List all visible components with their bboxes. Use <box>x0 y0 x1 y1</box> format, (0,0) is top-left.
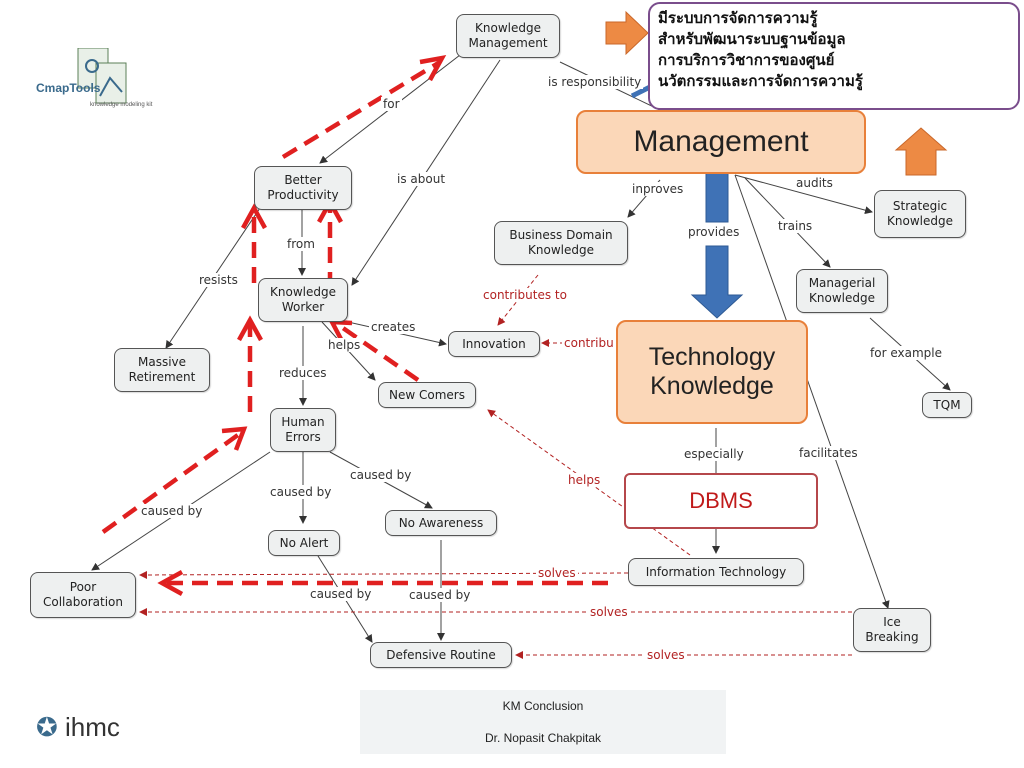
link-label-contributes-to: contributes to <box>481 288 569 302</box>
link-label-for-example: for example <box>868 346 944 360</box>
node-strategic-knowledge[interactable]: Strategic Knowledge <box>874 190 966 238</box>
cmaptools-logo: CmapTools knowledge modeling kit <box>36 47 176 118</box>
ihmc-text: ihmc <box>65 712 120 742</box>
link-label-facilitates: facilitates <box>797 446 860 460</box>
link-label-is-about: is about <box>395 172 448 186</box>
link-label-caused-by-2: caused by <box>268 485 334 499</box>
link-label-provides: provides <box>686 225 742 239</box>
link-label-caused-by-5: caused by <box>407 588 473 602</box>
link-label-caused-by-4: caused by <box>308 587 374 601</box>
ihmc-figure-icon: ✪ <box>36 712 58 742</box>
orange-arrows <box>605 10 948 176</box>
technology-knowledge-box[interactable]: Technology Knowledge <box>616 320 808 424</box>
link-label-from: from <box>285 237 317 251</box>
link-label-trains: trains <box>776 219 815 233</box>
thai-callout-box: มีระบบการจัดการความรู้ สำหรับพัฒนาระบบฐา… <box>648 2 1020 110</box>
link-label-reduces: reduces <box>277 366 329 380</box>
link-label-helps: helps <box>326 338 363 352</box>
footer-title: KM Conclusion <box>502 699 584 713</box>
link-label-is-responsibility: is responsibility <box>546 75 644 89</box>
link-label-contribu: contribu <box>562 336 616 350</box>
node-poor-collaboration[interactable]: Poor Collaboration <box>30 572 136 618</box>
link-label-inproves: inproves <box>630 182 686 196</box>
node-knowledge-management[interactable]: Knowledge Management <box>456 14 560 58</box>
slide-footer: KM Conclusion Dr. Nopasit Chakpitak <box>360 690 726 754</box>
node-defensive-routine[interactable]: Defensive Routine <box>370 642 512 668</box>
link-label-helps-red: helps <box>566 473 603 487</box>
logo-tagline: knowledge modeling kit <box>90 102 153 108</box>
node-innovation[interactable]: Innovation <box>448 331 540 357</box>
link-label-caused-by-1: caused by <box>139 504 205 518</box>
link-label-audits: audits <box>794 176 835 190</box>
node-massive-retirement[interactable]: Massive Retirement <box>114 348 210 392</box>
node-no-alert[interactable]: No Alert <box>268 530 340 556</box>
link-label-solves-3: solves <box>645 648 687 662</box>
dbms-box[interactable]: DBMS <box>624 473 818 529</box>
link-label-solves-2: solves <box>588 605 630 619</box>
node-managerial-knowledge[interactable]: Managerial Knowledge <box>796 269 888 313</box>
link-label-resists: resists <box>197 273 240 287</box>
node-ice-breaking[interactable]: Ice Breaking <box>853 608 931 652</box>
link-label-solves-1: solves <box>536 566 578 580</box>
node-information-technology[interactable]: Information Technology <box>628 558 804 586</box>
node-knowledge-worker[interactable]: Knowledge Worker <box>258 278 348 322</box>
node-new-comers[interactable]: New Comers <box>378 382 476 408</box>
logo-brand: CmapTools <box>36 81 101 95</box>
link-label-caused-by-3: caused by <box>348 468 414 482</box>
link-label-for: for <box>381 97 402 111</box>
node-better-productivity[interactable]: Better Productivity <box>254 166 352 210</box>
ihmc-logo: ✪ ihmc <box>36 712 120 743</box>
management-box[interactable]: Management <box>576 110 866 174</box>
footer-author: Dr. Nopasit Chakpitak <box>484 731 602 745</box>
node-tqm[interactable]: TQM <box>922 392 972 418</box>
blue-arrows <box>690 171 744 319</box>
node-human-errors[interactable]: Human Errors <box>270 408 336 452</box>
link-label-creates: creates <box>369 320 418 334</box>
node-no-awareness[interactable]: No Awareness <box>385 510 497 536</box>
link-label-especially: especially <box>682 447 746 461</box>
node-business-domain-knowledge[interactable]: Business Domain Knowledge <box>494 221 628 265</box>
